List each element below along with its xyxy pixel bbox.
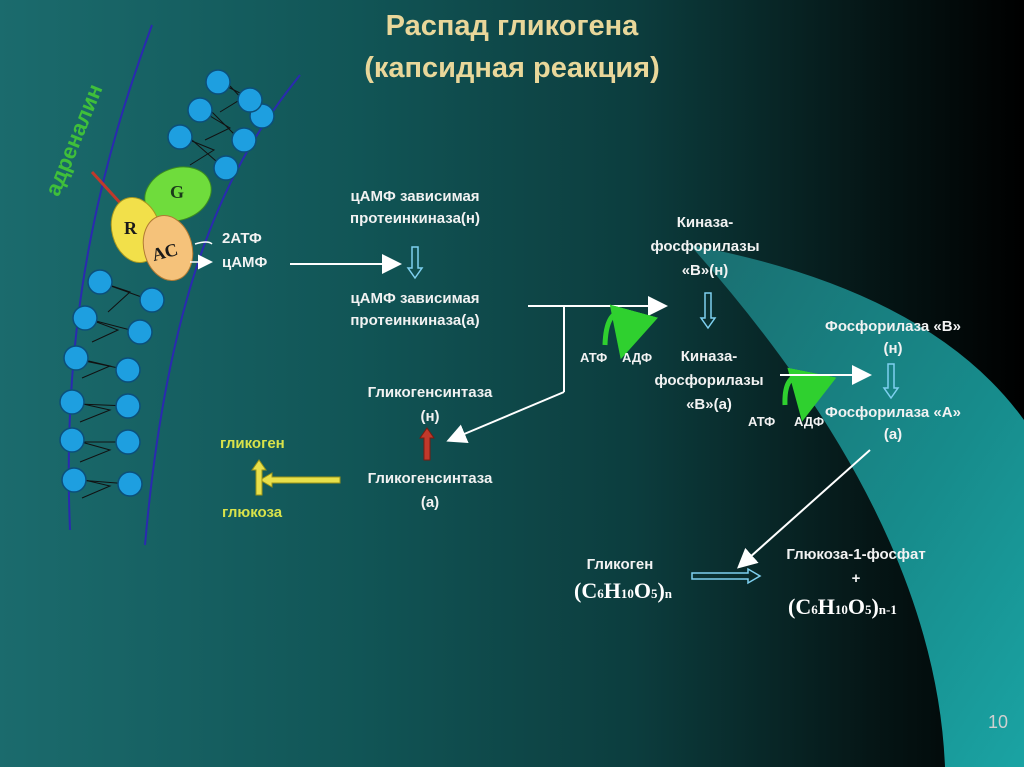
gs-active-line-2: (а) bbox=[420, 494, 440, 511]
glycogen-formula: (C6H10O5)n bbox=[574, 578, 673, 603]
kinase-inactive-line-2: фосфорилазы bbox=[650, 238, 760, 255]
yellow-up-arrow bbox=[251, 459, 267, 496]
cycle-arrow-a bbox=[602, 304, 659, 360]
adp-label-a: АДФ bbox=[622, 350, 653, 365]
g-protein-label: G bbox=[170, 182, 185, 202]
atp2-label: 2АТФ bbox=[222, 230, 262, 247]
adenylate-cyclase-oval bbox=[142, 215, 194, 281]
kinase-inactive-line-1: Киназа- bbox=[676, 214, 734, 231]
phosphorylase-b-line-1: Фосфорилаза «В» bbox=[825, 318, 961, 335]
phosphorylase-a-line-2: (а) bbox=[883, 426, 903, 443]
yellow-left-arrow bbox=[259, 472, 341, 488]
cell-membrane bbox=[59, 24, 301, 546]
glycogen-side-label: гликоген bbox=[220, 435, 285, 452]
hollow-right-arrow bbox=[691, 567, 762, 585]
glycogen-bottom-label: Гликоген bbox=[586, 556, 654, 573]
kinase-inactive-line-3: «В»(н) bbox=[681, 262, 729, 279]
title-line-1: Распад гликогена bbox=[385, 10, 639, 42]
pk-active-line-2: протеинкиназа(а) bbox=[350, 312, 480, 329]
red-up-arrow bbox=[419, 427, 435, 461]
kinase-active-line-1: Киназа- bbox=[680, 348, 738, 365]
title-line-2: (капсидная реакция) bbox=[364, 52, 660, 84]
glucose-side-label: глюкоза bbox=[222, 504, 283, 521]
hormone-arrow bbox=[90, 170, 124, 207]
camp-label: цАМФ bbox=[222, 254, 268, 271]
plus-sign: + bbox=[851, 570, 861, 587]
pk-active-line-1: цАМФ зависимая bbox=[350, 290, 480, 307]
gs-active-line-1: Гликогенсинтаза bbox=[367, 470, 493, 487]
gs-inactive-line-1: Гликогенсинтаза bbox=[367, 384, 493, 401]
kinase-active-line-2: фосфорилазы bbox=[654, 372, 764, 389]
g1p-label: Глюкоза-1-фосфат bbox=[786, 546, 926, 563]
page-number: 10 bbox=[988, 712, 1009, 732]
adp-label-b: АДФ bbox=[794, 414, 825, 429]
phosphorylase-a-line-1: Фосфорилаза «А» bbox=[825, 404, 961, 421]
pk-inactive-line-2: протеинкиназа(н) bbox=[350, 210, 480, 227]
hollow-down-arrows bbox=[406, 246, 900, 400]
phosphorylase-b-line-2: (н) bbox=[883, 340, 903, 357]
remaining-glycogen-formula: (C6H10O5)n-1 bbox=[788, 594, 897, 619]
atp-label-b: АТФ bbox=[748, 414, 776, 429]
pk-inactive-line-1: цАМФ зависимая bbox=[350, 188, 480, 205]
receptor-label: R bbox=[124, 218, 137, 238]
atp-label-a: АТФ bbox=[580, 350, 608, 365]
background-cone bbox=[690, 245, 1024, 767]
gs-inactive-line-2: (н) bbox=[420, 408, 440, 425]
kinase-active-line-3: «В»(а) bbox=[686, 396, 732, 413]
